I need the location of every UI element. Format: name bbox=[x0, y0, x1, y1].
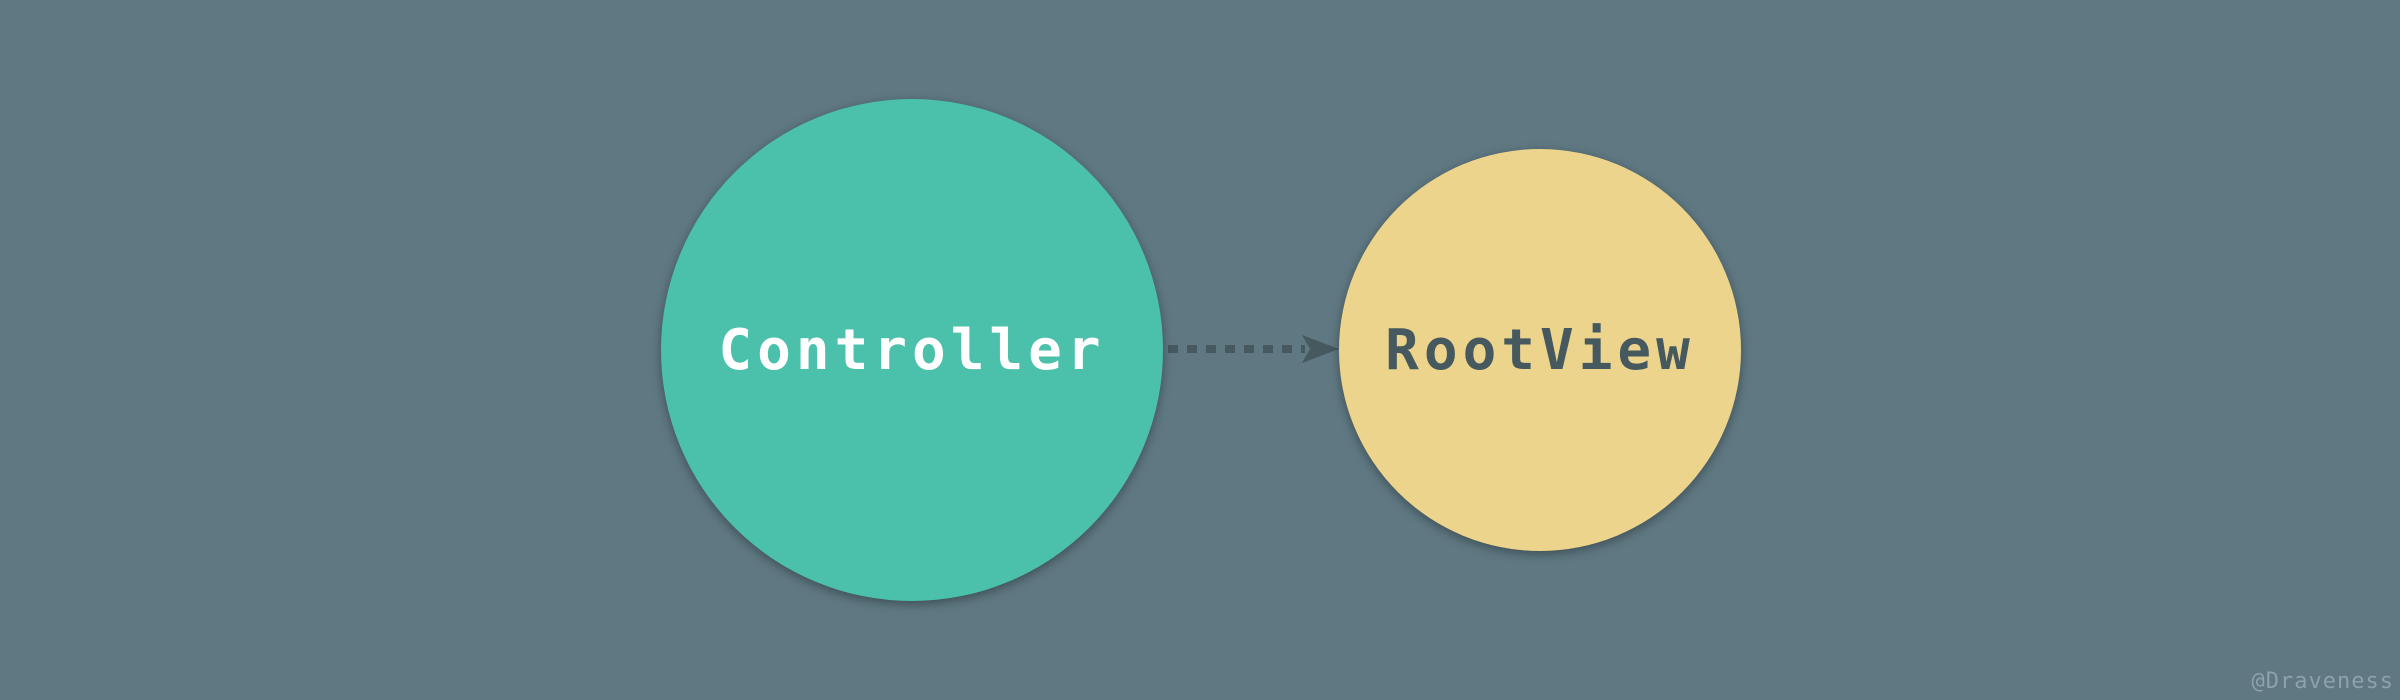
node-label-controller: Controller bbox=[718, 317, 1106, 383]
node-label-rootview: RootView bbox=[1385, 317, 1695, 383]
node-rootview: RootView bbox=[1339, 149, 1741, 551]
arrowhead-icon bbox=[1302, 335, 1339, 363]
watermark: @Draveness bbox=[2251, 669, 2394, 694]
node-controller: Controller bbox=[661, 99, 1163, 601]
